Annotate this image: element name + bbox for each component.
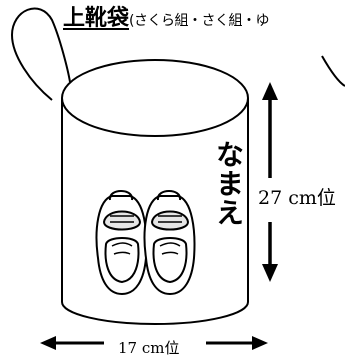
bag-top-rim xyxy=(61,59,249,137)
handle-left xyxy=(10,7,71,101)
height-arrow-icon xyxy=(262,82,278,282)
width-arrow-icon xyxy=(40,336,268,350)
height-label: 27 cm位 xyxy=(258,187,336,209)
handle-right xyxy=(321,55,345,87)
shoe-right-icon xyxy=(143,190,196,296)
title-main: 上靴袋 xyxy=(63,6,130,31)
page-title: 上靴袋(さくら組・さく組・ゆ xyxy=(63,0,269,32)
name-label: なまえ xyxy=(212,140,245,227)
shoe-left-icon xyxy=(95,190,148,296)
width-label: 17 cm位 xyxy=(118,339,180,357)
title-sub: (さくら組・さく組・ゆ xyxy=(129,13,269,29)
